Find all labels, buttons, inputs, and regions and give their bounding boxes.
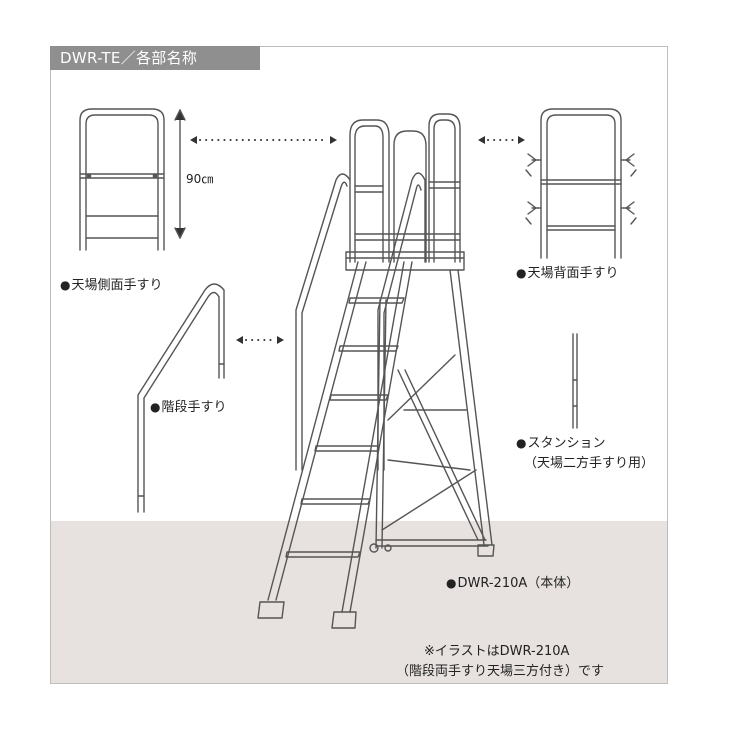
bullet-icon: ● xyxy=(516,436,527,450)
floor-area xyxy=(51,521,667,683)
bullet-icon: ● xyxy=(60,278,71,292)
bullet-icon: ● xyxy=(446,576,457,590)
platform-back-handrail-drawing xyxy=(525,108,637,259)
label-text: 天場背面手すり xyxy=(527,266,619,281)
figure-title: DWR-TE／各部名称 xyxy=(50,46,260,70)
height-dimension-label: 90㎝ xyxy=(186,172,214,186)
label-text: 階段手すり xyxy=(161,400,227,415)
label-platform-back-handrail: ●天場背面手すり xyxy=(516,262,619,281)
label-text: スタンション xyxy=(527,436,606,451)
height-dimension-line xyxy=(174,109,186,239)
bullet-icon: ● xyxy=(150,400,161,414)
main-ladder-drawing xyxy=(257,113,495,629)
stanchion-drawing xyxy=(572,333,578,429)
label-main-body: ●DWR-210A（本体） xyxy=(446,572,579,591)
bullet-icon: ● xyxy=(516,266,527,280)
label-stanchion-note: （天場二方手すり用） xyxy=(524,456,655,471)
dotted-connectors xyxy=(190,136,525,344)
label-text: DWR-210A（本体） xyxy=(457,576,580,591)
stair-handrail-drawing xyxy=(137,283,225,513)
platform-side-handrail-drawing xyxy=(79,108,165,251)
footnote-line-1: ※イラストはDWR-210A xyxy=(424,644,570,659)
label-platform-side-handrail: ●天場側面手すり xyxy=(60,274,163,293)
label-stair-handrail: ●階段手すり xyxy=(150,396,227,415)
label-stanchion: ●スタンション xyxy=(516,432,606,451)
label-text: 天場側面手すり xyxy=(71,278,163,293)
footnote-line-2: （階段両手すり天場三方付き）です xyxy=(396,664,605,679)
